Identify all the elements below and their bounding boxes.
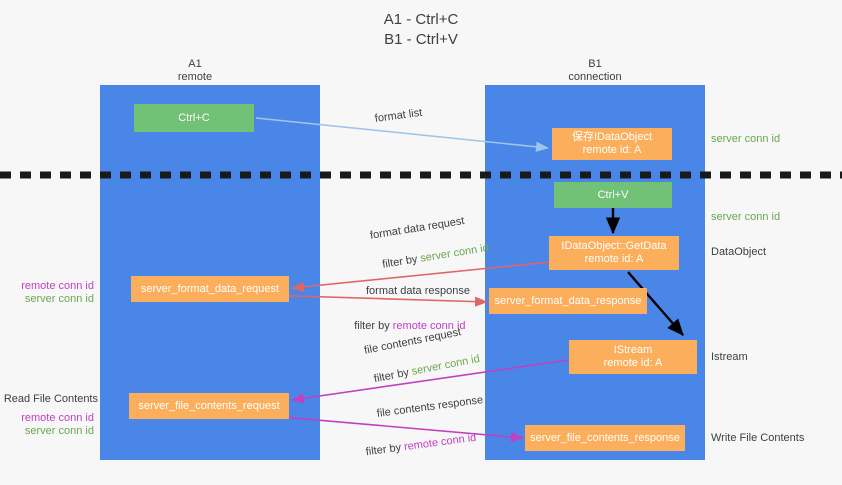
arrow-file-contents-request (291, 359, 569, 404)
remote-conn-id-text: remote conn id (403, 431, 477, 454)
box-server-format-data-request[interactable]: server_format_data_request (131, 276, 289, 302)
lane-header-b1: B1 connection (568, 58, 622, 83)
box-ctrl-c[interactable]: Ctrl+C (134, 104, 254, 132)
side-label-server-conn-id-top: server conn id (711, 133, 781, 145)
label-format-data-response: format data response (366, 285, 470, 297)
remote-conn-id-text: remote conn id (392, 320, 466, 332)
side-label-read-file-contents: Read File Contents (3, 393, 98, 405)
box-server-file-contents-request[interactable]: server_file_contents_request (129, 393, 289, 419)
arrow-getdata-to-istream (627, 271, 684, 336)
filter-by-text: filter by (372, 366, 413, 386)
page-title: A1 - Ctrl+C B1 - Ctrl+V (383, 11, 459, 48)
box-istream[interactable]: IStream remote id: A (569, 340, 697, 374)
lane-header-a1: A1 remote (177, 58, 213, 83)
server-conn-id-text: server conn id (419, 242, 490, 265)
box-idataobject-getdata[interactable]: IDataObject::GetData remote id: A (549, 236, 679, 270)
filter-by-text: filter by (365, 441, 405, 459)
label-filter-by-remote-conn-id-1: filter by remote conn id (342, 305, 466, 347)
server-conn-id-text: server conn id (410, 352, 481, 378)
box-ctrl-v[interactable]: Ctrl+V (554, 182, 672, 208)
filter-by-text: filter by (381, 252, 422, 271)
box-save-idataobject[interactable]: 保存IDataObject remote id: A (552, 128, 672, 160)
filter-by-text: filter by (354, 320, 393, 332)
side-label-server-conn-id-mid: server conn id (711, 211, 781, 223)
side-label-write-file-contents: Write File Contents (711, 432, 805, 444)
box-server-format-data-response[interactable]: server_format_data_response (489, 288, 647, 314)
side-label-dataobject: DataObject (711, 246, 767, 258)
side-label-server-conn-id-1: server conn id (24, 293, 94, 305)
side-label-server-conn-id-2: server conn id (24, 425, 94, 437)
box-server-file-contents-response[interactable]: server_file_contents_response (525, 425, 685, 451)
arrow-format-data-request (291, 261, 551, 292)
side-label-remote-conn-id-1: remote conn id (21, 280, 94, 292)
arrow-format-list (255, 117, 549, 152)
side-label-istream: Istream (711, 351, 748, 363)
side-label-remote-conn-id-2: remote conn id (21, 412, 94, 424)
